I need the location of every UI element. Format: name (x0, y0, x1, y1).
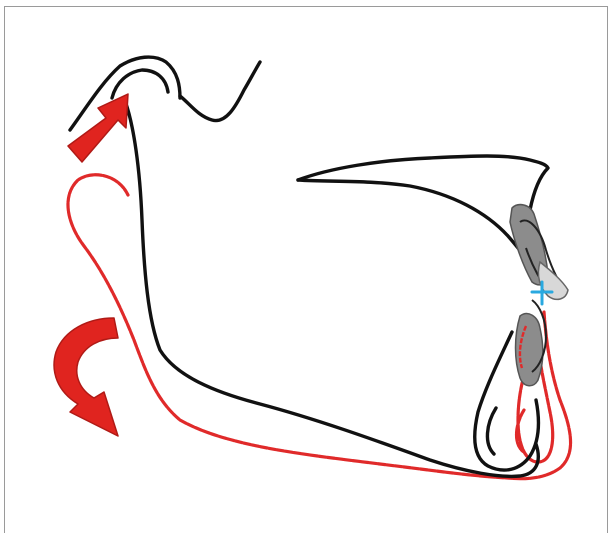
lower-incisor-crown-grey (516, 314, 543, 386)
palatal-plane (298, 156, 548, 210)
condyle-outline (112, 70, 168, 98)
palate-lower-contour (298, 180, 534, 270)
pre-treatment-inner-chin (487, 408, 496, 454)
upper-incisor (510, 205, 568, 300)
pre-treatment-skull (70, 57, 548, 476)
arrow-up-right-icon (68, 94, 128, 162)
articular-eminence (180, 62, 260, 121)
rotate-clockwise-icon (54, 318, 118, 436)
